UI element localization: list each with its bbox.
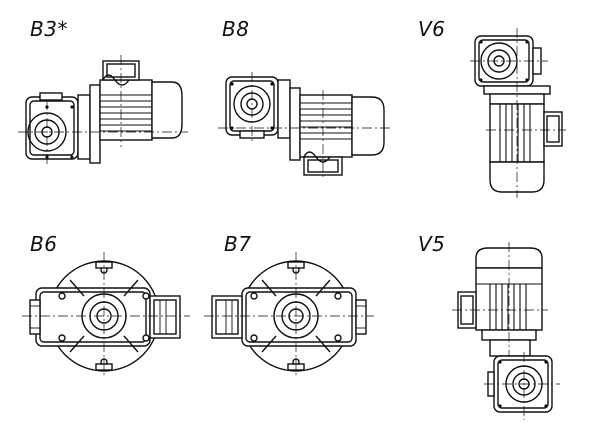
drawing-b3 <box>18 55 188 165</box>
label-b7: B7 <box>224 232 252 256</box>
drawing-b7 <box>204 252 374 378</box>
drawing-b6 <box>22 252 190 378</box>
label-b6: B6 <box>30 232 58 256</box>
label-b8: B8 <box>222 17 250 41</box>
label-v6: V6 <box>418 17 446 41</box>
drawing-v5 <box>452 242 560 420</box>
drawing-v6 <box>470 28 566 198</box>
drawing-b8 <box>218 72 392 180</box>
label-b3: B3* <box>30 17 68 41</box>
label-v5: V5 <box>418 232 446 256</box>
